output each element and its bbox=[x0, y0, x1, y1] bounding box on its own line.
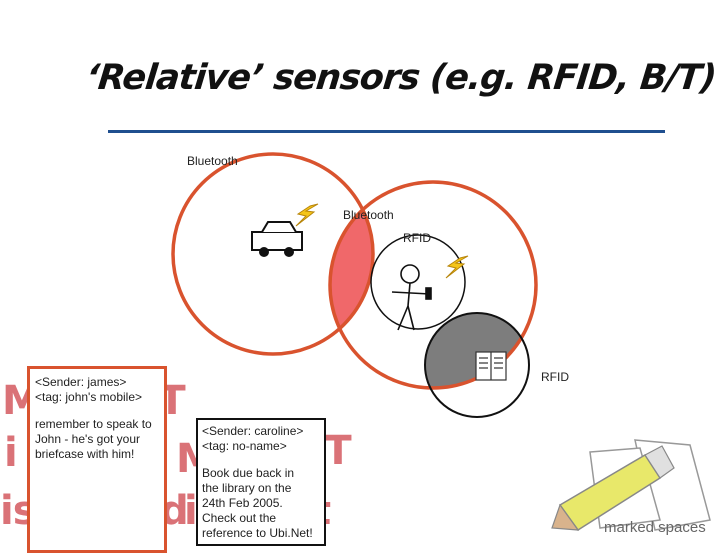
bg-word: i bbox=[4, 430, 18, 476]
rfid-overlap-region bbox=[425, 313, 529, 388]
note-tag: <tag: john's mobile> bbox=[35, 390, 143, 404]
lightning-icon bbox=[295, 203, 319, 227]
label-rfid-book: RFID bbox=[541, 370, 569, 384]
note-body-line: reference to Ubi.Net! bbox=[202, 526, 313, 540]
pencil-paper-icon bbox=[551, 439, 711, 532]
label-rfid-person: RFID bbox=[403, 231, 431, 245]
label-bluetooth-outer: Bluetooth bbox=[187, 154, 238, 168]
note-sender: <Sender: james> bbox=[35, 375, 127, 389]
note-tag: <tag: no-name> bbox=[202, 439, 287, 453]
title-rule bbox=[108, 130, 665, 133]
bg-word: i bbox=[184, 488, 198, 534]
bluetooth-range-circle-car bbox=[171, 152, 375, 356]
note-body-line: briefcase with him! bbox=[35, 447, 135, 461]
note-body-line: the library on the bbox=[202, 481, 292, 495]
note-body-line: Book due back in bbox=[202, 466, 295, 480]
bluetooth-range-circle-person bbox=[328, 180, 538, 390]
note-james: <Sender: james> <tag: john's mobile> rem… bbox=[27, 366, 167, 553]
note-body-line: Check out the bbox=[202, 511, 277, 525]
note-body-line: John - he's got your bbox=[35, 432, 141, 446]
label-bluetooth-inner: Bluetooth bbox=[343, 208, 394, 222]
note-body-line: 24th Feb 2005. bbox=[202, 496, 283, 510]
brand-text: marked spaces bbox=[604, 519, 706, 536]
car-icon bbox=[251, 221, 303, 257]
book-icon bbox=[475, 351, 507, 381]
sensor-diagram bbox=[171, 152, 711, 532]
note-sender: <Sender: caroline> bbox=[202, 424, 304, 438]
lightning-icon bbox=[445, 255, 469, 279]
note-caroline: <Sender: caroline> <tag: no-name> Book d… bbox=[196, 418, 326, 546]
note-body-line: remember to speak to bbox=[35, 417, 152, 431]
rfid-range-circle-book bbox=[424, 312, 530, 418]
person-icon bbox=[391, 264, 432, 331]
rfid-range-circle-person bbox=[370, 234, 466, 330]
